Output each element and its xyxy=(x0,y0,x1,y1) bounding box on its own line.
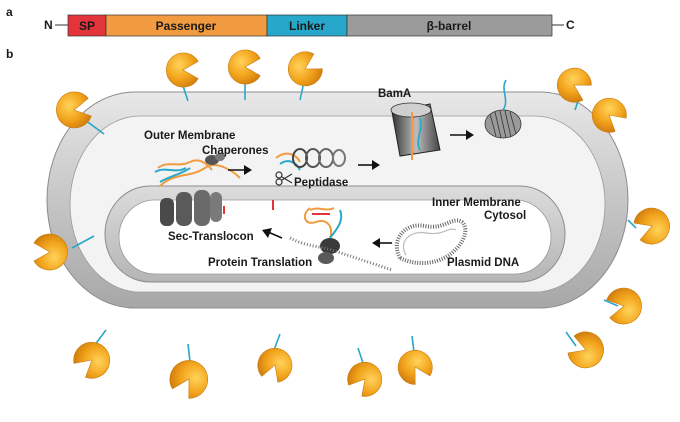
n-terminus-label: N xyxy=(44,18,53,32)
panel-b: b xyxy=(6,46,675,404)
pacman-icon xyxy=(228,49,261,100)
segment-linker-label: Linker xyxy=(289,19,325,33)
ribosome xyxy=(289,207,393,272)
outer-membrane-label: Outer Membrane xyxy=(144,130,235,142)
plasmid-dna-label: Plasmid DNA xyxy=(447,257,519,269)
chaperone-complex xyxy=(154,148,346,215)
pacman-icon xyxy=(550,61,596,111)
panel-a-label: a xyxy=(6,5,13,19)
cytosol-area xyxy=(118,199,552,275)
pacman-icon xyxy=(253,333,298,386)
pacman-icon xyxy=(53,89,105,135)
pacman-icon xyxy=(391,335,438,389)
chaperones-label: Chaperones xyxy=(202,145,268,157)
inserted-beta-barrel xyxy=(484,79,522,139)
bama-label: BamA xyxy=(378,88,411,100)
inner-membrane-label: Inner Membrane xyxy=(432,197,521,209)
segment-passenger-label: Passenger xyxy=(156,19,217,33)
protein-translation-label: Protein Translation xyxy=(208,257,312,269)
pacman-icon xyxy=(281,46,327,101)
cytosol-label: Cytosol xyxy=(484,210,526,222)
segment-sp-label: SP xyxy=(79,19,95,33)
plasmid-dna xyxy=(394,218,468,266)
segment-beta-barrel-label: β-barrel xyxy=(427,19,472,33)
sec-translocon-label: Sec-Translocon xyxy=(168,231,254,243)
pacman-icon xyxy=(341,347,390,402)
pacman-icon xyxy=(33,233,95,271)
process-arrows xyxy=(228,130,474,248)
pacman-icon xyxy=(67,329,118,385)
bama-barrel xyxy=(390,102,441,160)
panel-b-label: b xyxy=(6,47,13,61)
pacman-icon xyxy=(163,343,215,404)
pacman-icon xyxy=(603,284,645,327)
pacman-icon xyxy=(627,202,675,249)
pacman-icon xyxy=(564,327,609,374)
c-terminus-label: C xyxy=(566,18,575,32)
peptidase-label: Peptidase xyxy=(294,177,348,189)
surface-displayed-proteins xyxy=(33,46,675,404)
pacman-icon xyxy=(166,52,199,102)
panel-a: a N SP Passenger Linker β-barrel C xyxy=(6,5,575,37)
pacman-icon xyxy=(584,90,632,139)
sec-translocon xyxy=(159,164,274,226)
scissors-icon xyxy=(275,171,293,186)
